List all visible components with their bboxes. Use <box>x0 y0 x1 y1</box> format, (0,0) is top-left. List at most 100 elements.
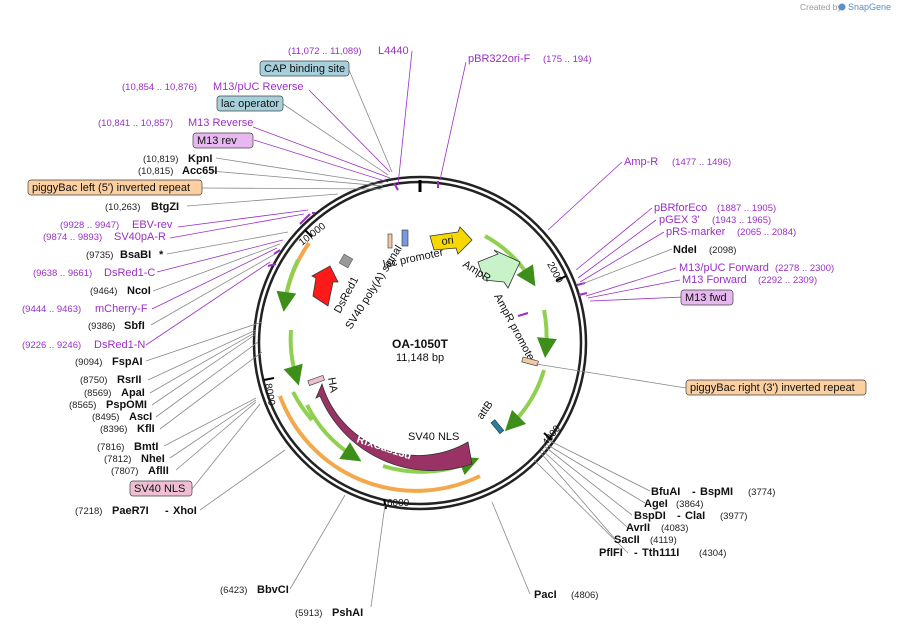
bfuai-label[interactable]: BfuAI <box>651 486 680 498</box>
paer7i-label[interactable]: PaeR7I <box>112 505 149 517</box>
nhei-label[interactable]: NheI <box>141 453 165 465</box>
ebv-rev-range: (9928 .. 9947) <box>60 220 119 231</box>
ampr-promoter-label: AmpR promoter <box>491 292 538 366</box>
ori-feature[interactable] <box>429 226 473 255</box>
lac-operator-label: lac operator <box>221 98 279 110</box>
m13-fwd-box[interactable] <box>680 289 734 306</box>
attb-feature[interactable] <box>490 419 505 435</box>
paer7i-pos: (7218) <box>75 506 102 517</box>
paci-label[interactable]: PacI <box>534 589 557 601</box>
kpni-label[interactable]: KpnI <box>188 153 212 165</box>
piggybac-right-box[interactable] <box>685 379 867 396</box>
fspai-pos: (9094) <box>75 357 102 368</box>
rfxcas13d-feature[interactable] <box>315 382 473 471</box>
pgex3-range: (1943 .. 1965) <box>712 215 771 226</box>
clai-label[interactable]: ClaI <box>685 510 705 522</box>
ha-label: HA <box>325 376 340 394</box>
snapgene-logo-icon <box>838 3 846 11</box>
prs-marker-label[interactable]: pRS-marker <box>666 226 726 238</box>
ndei-pos: (2098) <box>709 245 736 256</box>
pbr322ori-f-label[interactable]: pBR322ori-F <box>468 53 531 65</box>
pgex3-label[interactable]: pGEX 3' <box>659 214 700 226</box>
sv40-polya-feature[interactable] <box>338 253 354 269</box>
plasmid-name: OA-1050T <box>392 337 449 351</box>
kfli-label[interactable]: KflI <box>137 423 155 435</box>
piggybac-left-feature[interactable] <box>387 233 393 249</box>
bspdi-pos: (3977) <box>720 511 747 522</box>
ori-label: ori <box>441 234 455 248</box>
snapgene-credit: Created by SnapGene <box>800 2 891 12</box>
ebv-rev-label[interactable]: EBV-rev <box>132 219 173 231</box>
tth111i-label[interactable]: Tth111I <box>642 547 679 559</box>
sv40-nls-label: SV40 NLS <box>408 431 459 443</box>
paci-pos: (4806) <box>571 590 598 601</box>
bbvci-label[interactable]: BbvCI <box>257 584 289 596</box>
piggybac-right-label: piggyBac right (3') inverted repeat <box>690 382 855 394</box>
nhei-pos: (7812) <box>104 454 131 465</box>
agei-pos: (3864) <box>676 499 703 510</box>
agei-label[interactable]: AgeI <box>644 498 668 510</box>
m13-fwd-label: M13 fwd <box>685 292 727 304</box>
l4440-range: (11,072 .. 11,089) <box>288 46 362 57</box>
ha-feature[interactable] <box>307 374 325 386</box>
mcherry-f-range: (9444 .. 9463) <box>22 304 81 315</box>
piggybac-right-feature[interactable] <box>521 356 539 367</box>
btgzi-pos: (10,263) <box>105 202 140 213</box>
dsred1-c-label[interactable]: DsRed1-C <box>104 267 155 279</box>
bspmi-label[interactable]: BspMI <box>700 486 733 498</box>
ncoi-pos: (9464) <box>90 286 117 297</box>
fspai-label[interactable]: FspAI <box>112 356 143 368</box>
rsrii-label[interactable]: RsrII <box>117 374 141 386</box>
m13-forward-range: (2292 .. 2309) <box>758 275 817 286</box>
m13puc-reverse-label[interactable]: M13/pUC Reverse <box>213 81 303 93</box>
sacii-label[interactable]: SacII <box>614 534 640 546</box>
apai-pos: (8569) <box>84 388 111 399</box>
m13-rev-label: M13 rev <box>197 135 237 147</box>
pshai-label[interactable]: PshAI <box>332 607 363 619</box>
btgzi-label[interactable]: BtgZI <box>151 201 179 213</box>
sacii-pos: (4119) <box>650 535 677 546</box>
ampr-feature[interactable] <box>477 249 521 289</box>
bfuai-pos: (3774) <box>748 487 775 498</box>
lac-operator-box[interactable] <box>216 95 284 112</box>
ndei-label[interactable]: NdeI <box>673 244 697 256</box>
m13-forward-label[interactable]: M13 Forward <box>682 274 747 286</box>
amp-r-label[interactable]: Amp-R <box>624 156 658 168</box>
dsred1-n-label[interactable]: DsRed1-N <box>94 339 145 351</box>
m13puc-forward-label[interactable]: M13/pUC Forward <box>679 262 769 274</box>
acc65i-label[interactable]: Acc65I <box>182 165 217 177</box>
piggybac-left-box[interactable] <box>27 179 203 196</box>
asci-label[interactable]: AscI <box>129 411 152 423</box>
bspdi-label[interactable]: BspDI <box>634 510 666 522</box>
l4440-label[interactable]: L4440 <box>378 45 409 57</box>
bmti-pos: (7816) <box>97 442 124 453</box>
sv40pa-r-range: (9874 .. 9893) <box>43 232 102 243</box>
sv40pa-r-label[interactable]: SV40pA-R <box>114 231 166 243</box>
cap-binding-site-box[interactable] <box>259 60 350 77</box>
apai-label[interactable]: ApaI <box>121 387 145 399</box>
pspomi-label[interactable]: PspOMI <box>106 399 147 411</box>
kfli-pos: (8396) <box>100 424 127 435</box>
avrii-label[interactable]: AvrII <box>626 522 650 534</box>
ncoi-label[interactable]: NcoI <box>127 285 151 297</box>
pbrforeco-label[interactable]: pBRforEco <box>654 202 707 214</box>
sv40-nls-box[interactable] <box>129 480 193 497</box>
aflii-label[interactable]: AflII <box>148 465 169 477</box>
bsabi-label[interactable]: BsaBI <box>120 249 151 261</box>
sbfi-label[interactable]: SbfI <box>124 320 145 332</box>
m13-reverse-range: (10,841 .. 10,857) <box>98 118 173 129</box>
kpni-pos: (10,819) <box>143 154 178 165</box>
m13-reverse-label[interactable]: M13 Reverse <box>188 117 253 129</box>
prs-marker-range: (2065 .. 2084) <box>737 227 796 238</box>
bsabi-pos: (9735) <box>86 250 113 261</box>
mcherry-f-label[interactable]: mCherry-F <box>95 303 148 315</box>
dsred1-feature[interactable] <box>311 265 339 307</box>
plasmid-length: 11,148 bp <box>396 352 444 364</box>
m13-rev-box[interactable] <box>192 132 254 149</box>
pflfi-label[interactable]: PflFI <box>599 547 623 559</box>
xhoi-label[interactable]: XhoI <box>173 505 197 517</box>
lac-operator-feature[interactable] <box>401 229 409 247</box>
bmti-label[interactable]: BmtI <box>134 441 158 453</box>
bsabi-star: * <box>159 249 164 261</box>
